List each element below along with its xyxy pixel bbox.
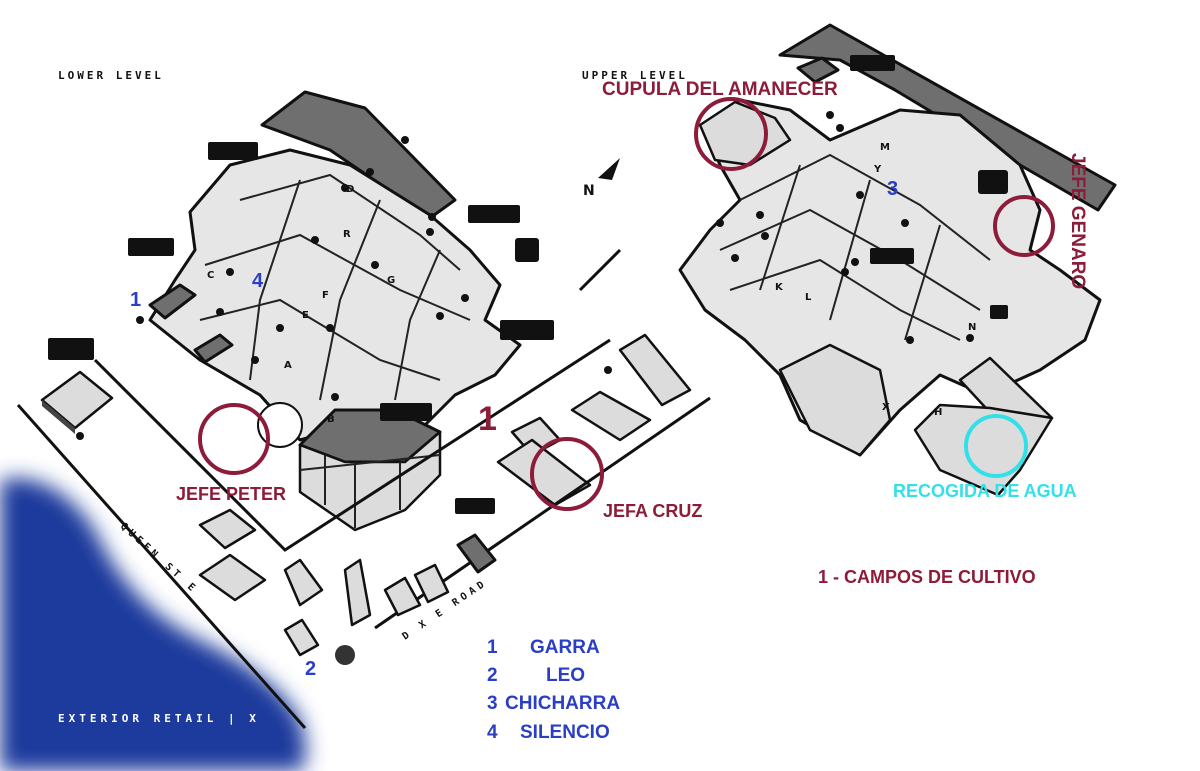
floor-letter: N (968, 322, 976, 333)
legend-name: SILENCIO (520, 722, 610, 743)
road-label-queen: QUEEN ST E (118, 521, 200, 596)
legend-number: 1 (487, 637, 498, 658)
floor-letter: F (322, 290, 329, 301)
water-area (0, 478, 306, 771)
north-compass: N (583, 158, 620, 199)
lower-level-plan: R C E F A G D B (16, 90, 711, 729)
floor-letter: A (284, 360, 292, 371)
compass-label: N (583, 183, 595, 199)
circle-recogida-agua (964, 414, 1028, 478)
legend-number: 2 (487, 665, 498, 686)
floor-letter: Y (873, 164, 882, 175)
exterior-retail-label: EXTERIOR RETAIL | X (58, 712, 260, 725)
circle-jefa-cruz (530, 437, 604, 511)
floor-letter: H (934, 407, 942, 418)
legend-name: GARRA (530, 637, 600, 658)
lower-main-floor (148, 148, 522, 442)
circle-cupula (694, 97, 768, 171)
upper-level-heading: UPPER LEVEL (582, 69, 688, 82)
circle-jefe-genaro (993, 195, 1055, 257)
label-jefa-cruz: JEFA CRUZ (603, 501, 702, 521)
lower-dark-block (260, 90, 457, 220)
legend-number: 4 (487, 722, 498, 743)
floor-letter: G (387, 275, 395, 286)
label-cupula-del-amanecer: CUPULA DEL AMANECER (602, 79, 838, 100)
label-recogida-de-agua: RECOGIDA DE AGUA (893, 481, 1077, 501)
legend: 1 GARRA 2 LEO 3 CHICHARRA 4 SILENCIO (487, 637, 620, 743)
marker-3: 3 (887, 178, 898, 200)
circle-jefe-peter (198, 403, 270, 475)
north-arrow-icon (598, 158, 620, 180)
marker-4: 4 (252, 270, 264, 292)
marker-campos-1: 1 (478, 400, 497, 438)
floor-letter: X (882, 402, 890, 413)
legend-name: LEO (546, 665, 585, 686)
floor-letter: E (302, 310, 309, 321)
floor-letter: D (346, 184, 354, 195)
floor-letter: C (207, 270, 214, 281)
label-jefe-genaro: JEFE GENARO (1067, 153, 1088, 289)
floor-letter: M (880, 142, 890, 153)
floor-letter: L (805, 292, 812, 303)
legend-name: CHICHARRA (505, 693, 620, 714)
label-campos-de-cultivo: 1 - CAMPOS DE CULTIVO (818, 567, 1036, 587)
legend-number: 3 (487, 693, 498, 714)
floor-letter: R (343, 229, 351, 240)
floor-letter: B (327, 414, 335, 425)
marker-1: 1 (130, 289, 141, 311)
floor-letter: K (775, 282, 784, 293)
label-jefe-peter: JEFE PETER (176, 484, 286, 504)
marker-2: 2 (305, 658, 316, 680)
lower-level-heading: LOWER LEVEL (58, 69, 164, 82)
